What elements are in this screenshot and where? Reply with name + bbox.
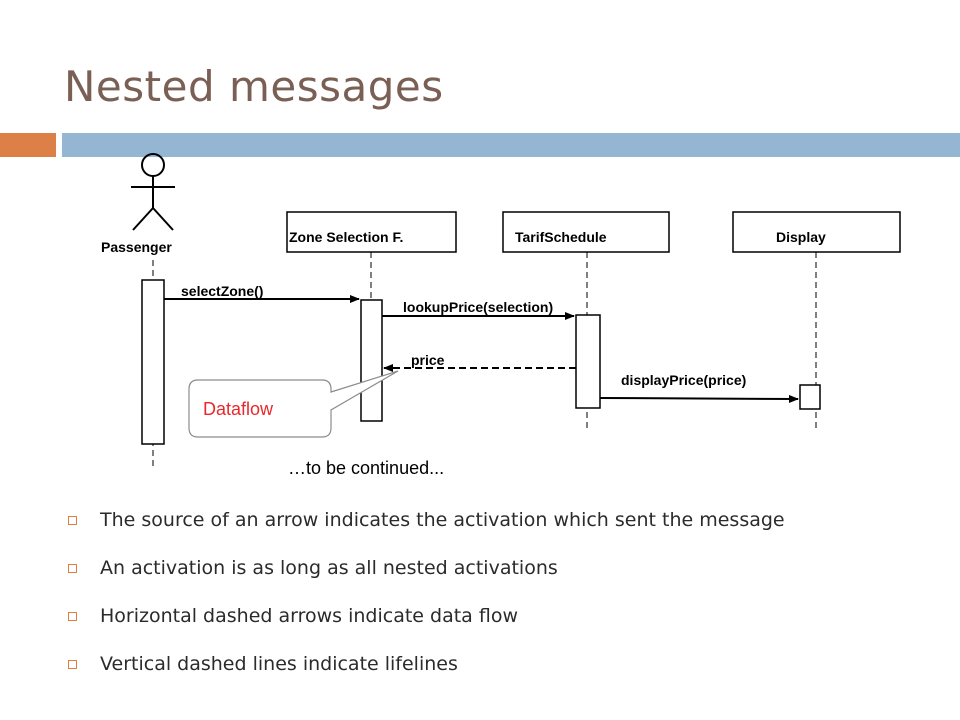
zone-selection-object (286, 211, 457, 253)
bullet-text: Vertical dashed lines indicate lifelines (100, 653, 458, 675)
tarif-schedule-activation (575, 314, 601, 409)
bullet-item: An activation is as long as all nested a… (68, 550, 785, 598)
bullet-item: Vertical dashed lines indicate lifelines (68, 646, 785, 694)
price-label: price (411, 352, 445, 368)
title-accent-bar (0, 133, 56, 157)
actor-label: Passenger (101, 239, 172, 255)
select-zone-label: selectZone() (181, 283, 263, 299)
square-bullet-icon (68, 660, 77, 669)
square-bullet-icon (68, 564, 77, 573)
display-object (732, 211, 901, 253)
zone-selection-label: Zone Selection F. (289, 229, 403, 245)
bullet-list: The source of an arrow indicates the act… (68, 502, 785, 694)
zone-selection-activation (360, 299, 383, 422)
tarif-schedule-object (502, 211, 670, 253)
passenger-actor-icon (131, 153, 175, 231)
sequence-diagram: Passenger Zone Selection F. TarifSchedul… (101, 153, 901, 478)
square-bullet-icon (68, 516, 77, 525)
square-bullet-icon (68, 612, 77, 621)
slide-title: Nested messages (64, 62, 444, 111)
tarif-schedule-label: TarifSchedule (515, 229, 607, 245)
bullet-text: The source of an arrow indicates the act… (100, 509, 785, 531)
display-activation (799, 384, 821, 410)
display-label: Display (776, 229, 826, 245)
bullet-item: Horizontal dashed arrows indicate data f… (68, 598, 785, 646)
title-divider-bar (62, 133, 960, 157)
dataflow-callout-text: Dataflow (203, 399, 274, 419)
bullet-text: An activation is as long as all nested a… (100, 557, 558, 579)
passenger-activation (141, 279, 165, 445)
dataflow-callout (188, 370, 399, 438)
display-price-label: displayPrice(price) (621, 372, 746, 388)
lookup-price-label: lookupPrice(selection) (403, 299, 553, 315)
bullet-text: Horizontal dashed arrows indicate data f… (100, 605, 518, 627)
display-price-arrow (599, 394, 799, 403)
continued-note: …to be continued... (288, 458, 444, 478)
bullet-item: The source of an arrow indicates the act… (68, 502, 785, 550)
